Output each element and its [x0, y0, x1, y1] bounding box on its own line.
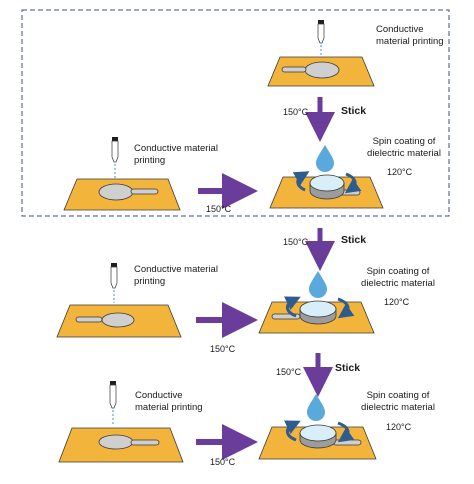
row2-rotate-left-icon	[283, 296, 301, 318]
row1-rotate-right-icon	[344, 172, 362, 194]
row2-spin-substrate	[258, 300, 375, 334]
row3-spin-substrate	[258, 424, 377, 460]
row3-printing-label: Conductive material printing	[135, 390, 203, 413]
row1-droplet-icon	[316, 145, 334, 172]
row2-temp-150-label: 150°C	[210, 344, 236, 354]
top-syringe-icon	[317, 20, 325, 55]
row2-syringe-icon	[110, 263, 118, 303]
row3-syringe-icon	[109, 381, 117, 426]
row1-temp-120-label: 120°C	[387, 167, 413, 177]
row3-droplet-icon	[307, 394, 325, 421]
row2-droplet-icon	[309, 271, 327, 298]
top-substrate	[267, 56, 375, 87]
mid-temp-label-1: 150°C	[283, 237, 309, 247]
row3-print-substrate	[58, 427, 184, 463]
top-temp-label: 150°C	[283, 107, 309, 117]
row1-temp-150-label: 150°C	[206, 204, 232, 214]
mid-temp-label-2: 150°C	[276, 367, 302, 377]
row2-printing-label: Conductive material printing	[134, 264, 218, 287]
row3-spin-label: Spin coating of dielectric material	[361, 390, 435, 413]
row1-rotate-left-icon	[292, 171, 310, 192]
row2-print-substrate	[56, 304, 182, 338]
row1-syringe-icon	[111, 137, 119, 178]
row2-spin-label: Spin coating of dielectric material	[361, 266, 435, 289]
row3-temp-120-label: 120°C	[386, 422, 412, 432]
row1-spin-label: Spin coating of dielectric material	[367, 136, 441, 159]
stick-label-3: Stick	[335, 362, 361, 374]
top-printing-label: Conductive material printing	[376, 24, 444, 47]
dashed-frame	[21, 9, 450, 217]
row1-print-substrate	[63, 178, 181, 211]
row3-rotate-right-icon	[337, 421, 355, 443]
stick-label-2: Stick	[341, 234, 367, 246]
row2-temp-120-label: 120°C	[384, 297, 410, 307]
row1-spin-substrate	[269, 174, 384, 209]
row1-printing-label: Conductive material printing	[134, 143, 218, 166]
row3-rotate-left-icon	[283, 420, 301, 442]
row3-temp-150-label: 150°C	[210, 457, 236, 467]
row2-rotate-right-icon	[337, 297, 355, 319]
stick-label-1: Stick	[341, 105, 367, 117]
